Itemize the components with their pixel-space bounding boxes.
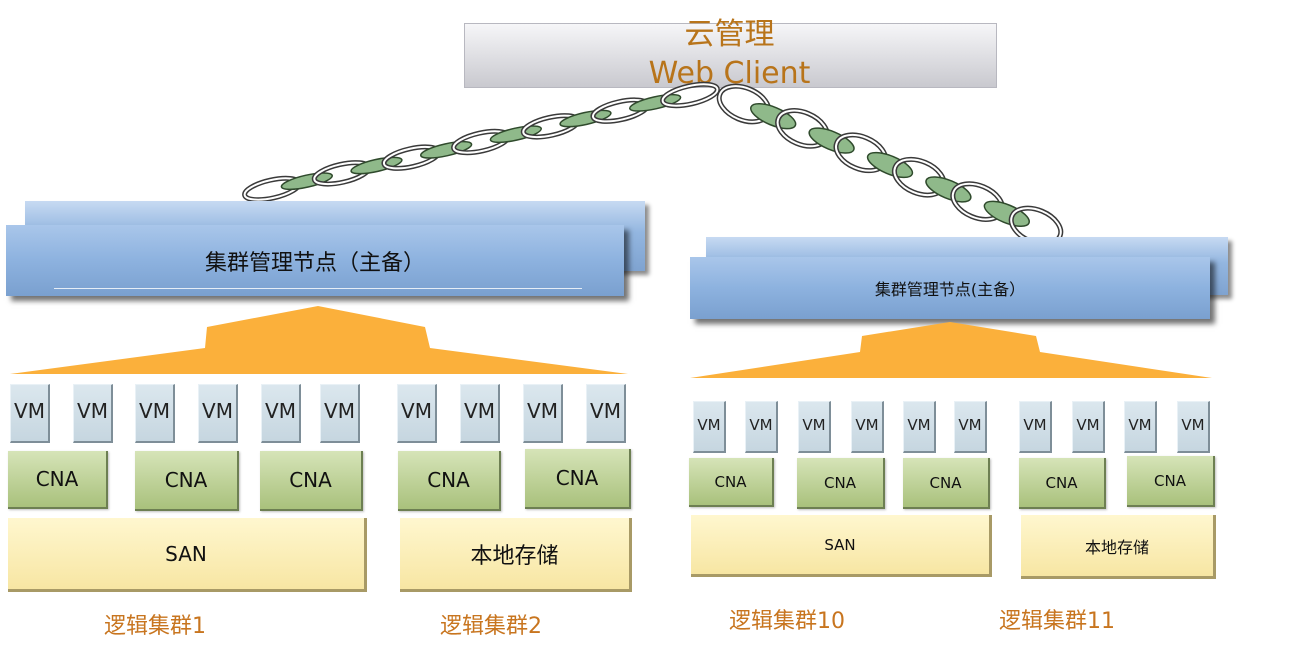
right-mgmt-node: 集群管理节点(主备） [690,257,1210,319]
cna-host: CNA [525,449,631,509]
cna-host: CNA [689,458,774,507]
web-client-box [464,23,997,88]
chain-link [925,176,972,203]
vm: VM [693,401,726,453]
vm: VM [320,384,360,443]
local-storage: 本地存储 [1021,515,1216,579]
chain-link [983,200,1030,227]
aggregation-arrows [10,306,1212,378]
vm: VM [1177,401,1210,453]
cluster-label: 逻辑集群11 [999,609,1115,634]
left-chain [242,81,720,203]
vm: VM [10,384,50,443]
cluster-label: 逻辑集群10 [729,609,845,634]
chain-ring-highlight [661,83,719,107]
local-storage: 本地存储 [400,518,632,592]
chain-link [629,93,682,112]
chain-link [280,172,333,191]
vm: VM [523,384,563,443]
left-arrow [10,306,628,374]
cna-host: CNA [797,458,885,509]
chain-link [489,125,542,144]
cna-host: CNA [903,458,990,509]
vm: VM [135,384,175,443]
vm: VM [73,384,113,443]
vm: VM [261,384,301,443]
cna-host: CNA [1019,458,1106,509]
cluster-label: 逻辑集群1 [104,614,206,639]
vm: VM [798,401,831,453]
vm: VM [745,401,778,453]
cna-host: CNA [1127,456,1215,507]
cna-host: CNA [398,451,501,511]
vm: VM [460,384,500,443]
left-mgmt-label: 集群管理节点（主备） [204,250,425,276]
chain-link [559,109,612,128]
right-chain [716,83,1064,247]
vm: VM [851,401,884,453]
cloud-management-title: 云管理 [684,17,775,52]
san-storage: SAN [8,518,367,592]
chain-link [350,156,403,175]
vm: VM [198,384,238,443]
chain-link [808,127,855,154]
cna-host: CNA [260,451,363,511]
chain-link [420,140,473,159]
cna-host: CNA [8,451,108,509]
cluster-label: 逻辑集群2 [440,614,542,639]
left-mgmt-node: 集群管理节点（主备） [6,225,624,296]
vm: VM [586,384,626,443]
vm: VM [1072,401,1105,453]
vm: VM [954,401,987,453]
vm: VM [1124,401,1157,453]
right-mgmt-label: 集群管理节点(主备） [874,280,1026,299]
cna-host: CNA [135,451,239,511]
right-arrow [690,322,1212,378]
vm: VM [1019,401,1052,453]
left-mgmt-highlight [54,288,582,289]
vm: VM [397,384,437,443]
san-storage: SAN [691,515,992,577]
chain-link [866,151,914,179]
vm: VM [903,401,936,453]
chain-link [750,103,797,130]
